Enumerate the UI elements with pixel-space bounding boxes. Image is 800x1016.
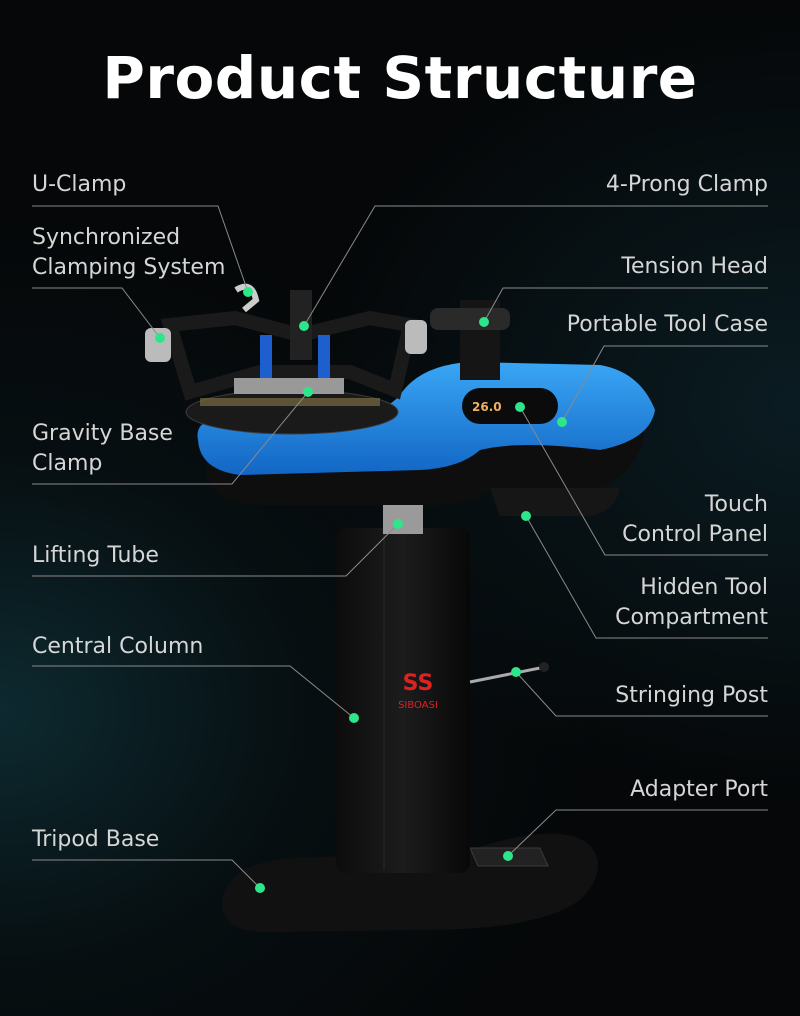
label-text: Central Column xyxy=(32,634,204,659)
marker-hidden-compartment xyxy=(521,511,531,521)
leader-tool-case xyxy=(561,345,768,423)
label-text: Tension Head xyxy=(621,254,768,279)
leader-gravity-base xyxy=(32,391,309,485)
label-text: Synchronized xyxy=(32,225,181,250)
leader-u-clamp xyxy=(32,205,249,293)
label-adapter-port: Adapter Port xyxy=(630,775,768,805)
label-text: Compartment xyxy=(615,605,768,630)
marker-u-clamp xyxy=(243,287,253,297)
leader-tension-head xyxy=(483,287,768,323)
leader-lifting-tube xyxy=(32,523,399,577)
marker-tool-case xyxy=(557,417,567,427)
lifting-tube xyxy=(383,500,423,534)
label-lifting-tube: Lifting Tube xyxy=(32,541,159,571)
marker-4-prong xyxy=(299,321,309,331)
brand-logo: SS xyxy=(403,671,434,696)
panel-display-value: 26.0 xyxy=(472,400,502,414)
leader-central-column xyxy=(32,665,355,719)
touch-control-panel xyxy=(462,388,558,424)
stringing-post xyxy=(469,666,541,684)
marker-sync-clamp xyxy=(155,333,165,343)
label-text: Tripod Base xyxy=(32,827,160,852)
label-text: U-Clamp xyxy=(32,172,127,197)
marker-central-column xyxy=(349,713,359,723)
label-u-clamp: U-Clamp xyxy=(32,170,126,200)
marker-tension-head xyxy=(479,317,489,327)
page-title: Product Structure xyxy=(102,44,698,112)
label-tripod-base: Tripod Base xyxy=(32,825,159,855)
label-text: Adapter Port xyxy=(630,777,768,802)
label-4-prong-clamp: 4-Prong Clamp xyxy=(606,170,768,200)
leader-stringing-post xyxy=(515,671,768,717)
clamp-frame xyxy=(160,310,419,401)
hidden-tool-compartment xyxy=(490,488,620,516)
leader-4-prong xyxy=(303,205,768,327)
leader-hidden-compartment xyxy=(525,515,768,639)
label-text: Touch xyxy=(704,492,768,517)
label-tension-head: Tension Head xyxy=(621,252,768,282)
label-text: Lifting Tube xyxy=(32,543,159,568)
markers xyxy=(155,287,567,893)
marker-lifting-tube xyxy=(393,519,403,529)
leader-lines xyxy=(32,205,768,889)
label-text: Clamp xyxy=(32,451,103,476)
leader-adapter-port xyxy=(507,809,768,857)
central-column xyxy=(336,528,470,873)
label-text: Stringing Post xyxy=(615,683,768,708)
marker-adapter-port xyxy=(503,851,513,861)
brand-logo-text: SIBOASI xyxy=(398,700,438,711)
marker-touch-panel xyxy=(515,402,525,412)
label-central-column: Central Column xyxy=(32,632,203,662)
leader-sync-clamp xyxy=(32,287,161,339)
label-text: Control Panel xyxy=(622,522,768,547)
label-stringing-post: Stringing Post xyxy=(615,681,768,711)
synchronized-clamp-knob xyxy=(145,328,171,362)
label-text: Hidden Tool xyxy=(640,575,768,600)
label-text: Gravity Base xyxy=(32,421,173,446)
label-text: Clamping System xyxy=(32,255,226,280)
label-portable-tool-case: Portable Tool Case xyxy=(567,310,768,340)
marker-gravity-base xyxy=(303,387,313,397)
leader-tripod-base xyxy=(32,859,261,889)
label-text: Portable Tool Case xyxy=(566,312,768,337)
label-text: 4-Prong Clamp xyxy=(605,172,768,197)
marker-stringing-post xyxy=(511,667,521,677)
marker-tripod-base xyxy=(255,883,265,893)
leader-touch-panel xyxy=(519,406,768,556)
